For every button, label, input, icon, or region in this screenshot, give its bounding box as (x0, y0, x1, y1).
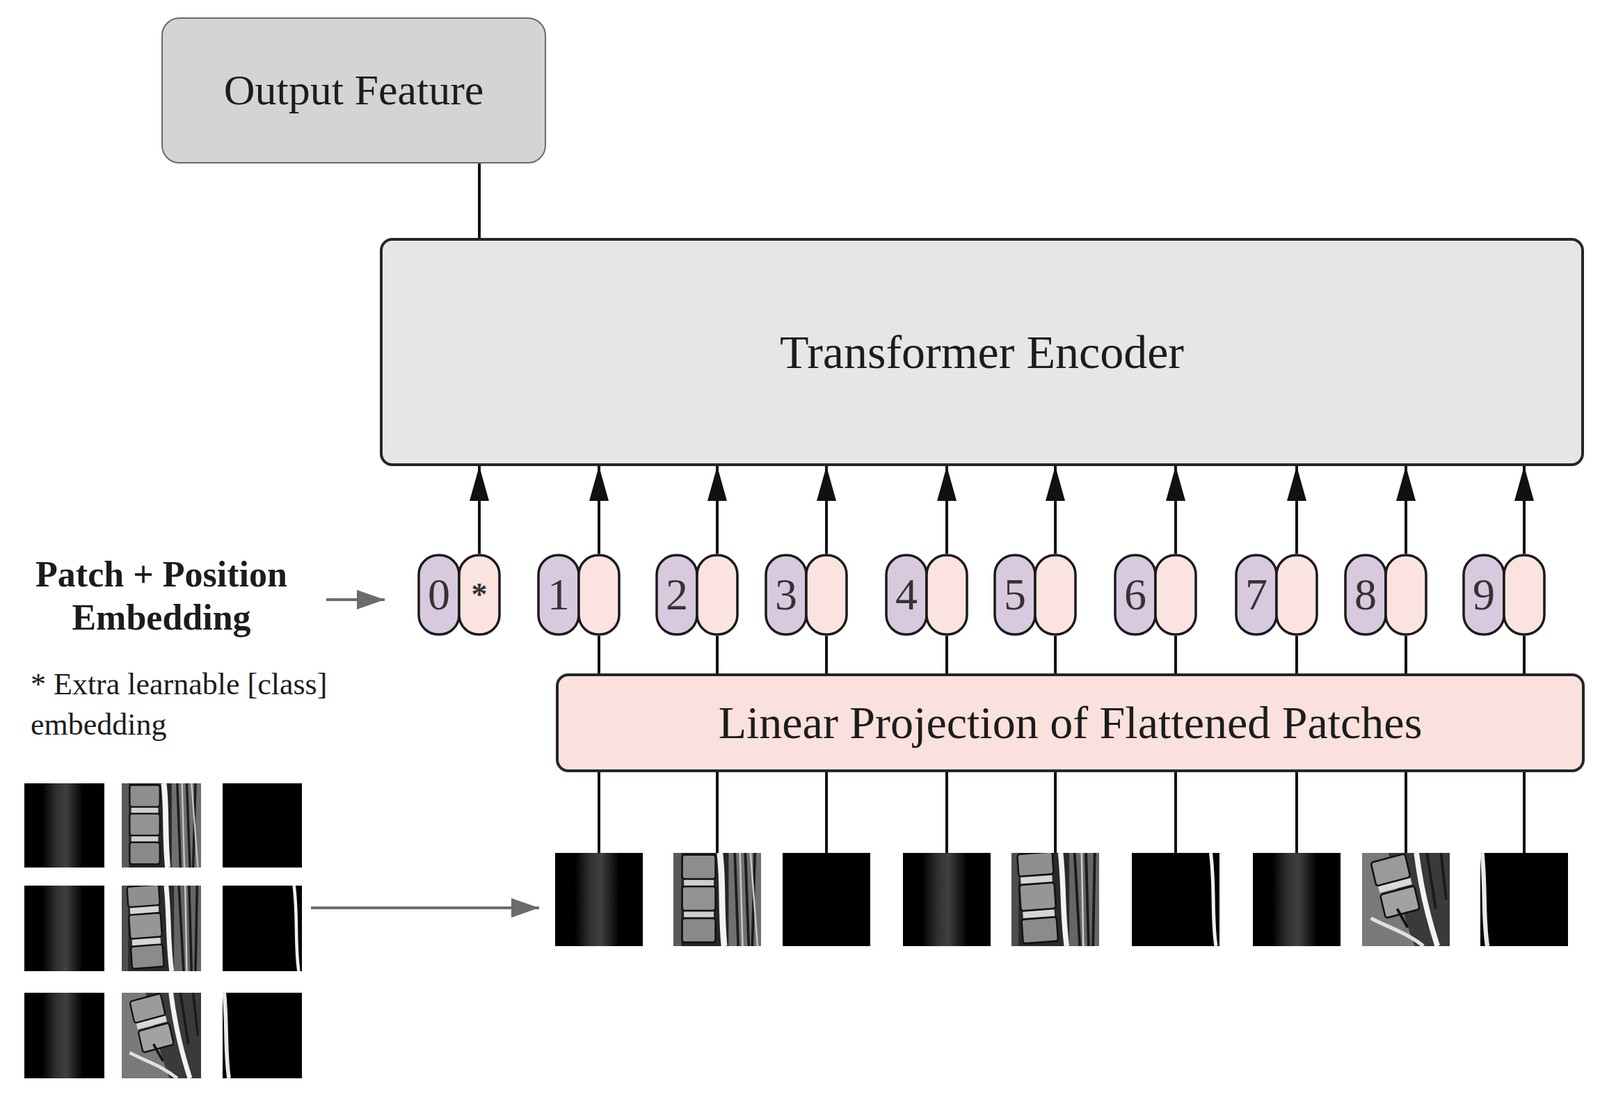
image-patch (121, 783, 202, 868)
embedding-token: 9 (1462, 553, 1546, 636)
connector-line (1174, 635, 1178, 674)
patch-pill (697, 555, 738, 635)
connector-arrow (715, 466, 719, 554)
embedding-token: 5 (993, 553, 1077, 636)
connector-line (597, 635, 601, 674)
box-title: Output Feature (215, 65, 493, 115)
image-patch (222, 992, 302, 1079)
linear-projection-box: Linear Projection of Flattened Patches (555, 673, 1585, 773)
patch-pill (1276, 555, 1317, 635)
class-token-marker: * (459, 553, 500, 636)
connector-arrow (1053, 466, 1057, 554)
image-patch (1252, 852, 1341, 947)
image-patch (1480, 852, 1568, 947)
embedding-token: 1 (537, 553, 621, 636)
position-index: 2 (656, 553, 698, 636)
embedding-token: 3 (764, 553, 848, 636)
flow-arrow (310, 906, 540, 910)
patch-pill (1504, 555, 1545, 635)
image-patch (24, 783, 105, 868)
connector-arrow (825, 466, 828, 554)
position-index: 6 (1115, 553, 1156, 636)
connector-line (825, 635, 828, 674)
embedding-label: Patch + Position Embedding (0, 553, 323, 640)
connector-line (1053, 635, 1057, 674)
image-patch (1011, 851, 1100, 947)
output-feature-box: Output Feature (161, 17, 547, 164)
patch-pill (1035, 555, 1076, 635)
position-index: 0 (418, 553, 460, 636)
connector-line (945, 635, 949, 674)
connector-arrow (1174, 466, 1178, 554)
image-patch (673, 852, 762, 947)
connector-line (1522, 635, 1526, 674)
connector-arrow (1295, 466, 1299, 554)
image-patch-row (555, 851, 1568, 947)
connector-arrow (945, 466, 949, 554)
image-patch (121, 884, 202, 972)
pointer-arrow (326, 598, 385, 602)
image-patch (121, 992, 202, 1079)
image-patch (902, 852, 991, 947)
position-index: 1 (538, 553, 579, 636)
patch-pill (926, 555, 967, 635)
image-patch (222, 783, 302, 868)
image-patch (555, 852, 643, 947)
connector-line (1295, 635, 1299, 674)
position-index: 8 (1345, 553, 1386, 636)
image-patch (222, 885, 302, 972)
connector-arrow (597, 466, 601, 554)
patch-feed-lines (598, 772, 1525, 853)
connector-line (1404, 635, 1408, 674)
image-patch (24, 885, 105, 972)
transformer-encoder-box: Transformer Encoder (379, 237, 1584, 467)
position-index: 3 (765, 553, 807, 636)
image-patch-grid (24, 783, 302, 1079)
connector-arrow (1404, 466, 1408, 554)
image-patch (1131, 852, 1220, 947)
patch-pill (1155, 555, 1196, 635)
box-title: Transformer Encoder (771, 324, 1193, 380)
embedding-token: 0* (417, 553, 501, 636)
patch-pill (806, 555, 847, 635)
connector-arrow (477, 466, 481, 554)
embedding-token: 7 (1234, 553, 1319, 636)
connector-line (477, 163, 481, 238)
position-index: 4 (886, 553, 927, 636)
box-title: Linear Projection of Flattened Patches (710, 696, 1431, 750)
patch-pill (1385, 555, 1427, 635)
embedding-token: 6 (1113, 553, 1198, 636)
image-patch (782, 852, 871, 947)
connector-arrow (1522, 466, 1526, 554)
image-patch (1362, 852, 1450, 947)
position-index: 9 (1463, 553, 1504, 636)
connector-line (715, 635, 719, 674)
position-index: 5 (994, 553, 1036, 636)
patch-pill (578, 555, 620, 635)
embedding-token: 4 (884, 553, 969, 636)
position-index: 7 (1236, 553, 1277, 636)
embedding-token: 8 (1344, 553, 1428, 636)
embedding-token: 2 (655, 553, 739, 636)
footnote-label: * Extra learnable [class] embedding (30, 664, 365, 746)
image-patch (24, 992, 105, 1079)
